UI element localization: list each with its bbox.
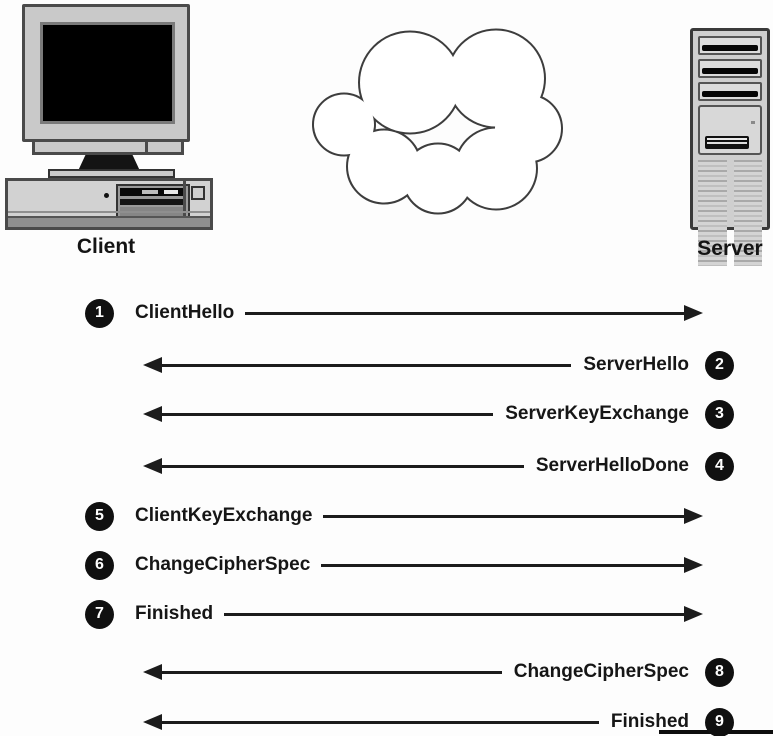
- step-number-badge: 1: [85, 298, 114, 328]
- step-number-badge: 2: [705, 350, 734, 380]
- monitor-screen: [40, 22, 175, 124]
- monitor-stand-base: [48, 169, 175, 178]
- arrowhead-right-icon: [684, 508, 703, 524]
- power-button: [191, 186, 205, 200]
- client-label: Client: [76, 235, 136, 258]
- arrowhead-right-icon: [684, 606, 703, 622]
- message-row-2: ServerHello 2: [143, 349, 734, 381]
- message-row-4: ServerHelloDone 4: [143, 450, 734, 482]
- message-label: Finished: [135, 603, 214, 624]
- arrow-line: [162, 720, 599, 724]
- crt-monitor: [22, 4, 190, 142]
- drive-bay: [698, 36, 762, 55]
- step-number-badge: 8: [705, 657, 734, 687]
- vent-grille: [698, 160, 762, 266]
- step-number-badge: 3: [705, 399, 734, 429]
- arrowhead-left-icon: [143, 714, 162, 730]
- arrow-line: [323, 514, 684, 518]
- arrow-line: [162, 464, 524, 468]
- message-row-8: ChangeCipherSpec 8: [143, 656, 734, 688]
- message-label: ChangeCipherSpec: [135, 554, 311, 575]
- arrowhead-right-icon: [684, 557, 703, 573]
- message-label: ServerHello: [583, 354, 689, 375]
- message-row-9: Finished 9: [143, 706, 734, 736]
- arrow-line: [162, 363, 572, 367]
- arrowhead-left-icon: [143, 406, 162, 422]
- arrow-line: [321, 563, 684, 567]
- power-led: [104, 193, 109, 198]
- front-panel: [698, 105, 762, 155]
- message-label: Finished: [610, 711, 689, 732]
- drive-bay: [698, 82, 762, 101]
- case-right-panel: [183, 181, 210, 227]
- monitor-chin: [32, 139, 184, 155]
- arrow-line: [162, 412, 494, 416]
- arrowhead-left-icon: [143, 458, 162, 474]
- message-row-5: 5 ClientKeyExchange: [85, 500, 703, 532]
- message-label: ClientHello: [135, 302, 235, 323]
- server-tower-icon: [690, 28, 770, 266]
- message-row-1: 1 ClientHello: [85, 297, 703, 329]
- drive-bay: [698, 59, 762, 78]
- arrow-line: [162, 670, 502, 674]
- message-label: ChangeCipherSpec: [513, 661, 689, 682]
- message-row-7: 7 Finished: [85, 598, 703, 630]
- step-number-badge: 7: [85, 599, 114, 629]
- message-row-6: 6 ChangeCipherSpec: [85, 549, 703, 581]
- step-number-badge: 4: [705, 451, 734, 481]
- step-number-badge: 5: [85, 501, 114, 531]
- arrow-line: [224, 612, 684, 616]
- step-number-badge: 9: [705, 707, 734, 736]
- desktop-case: [5, 178, 213, 230]
- message-row-3: ServerKeyExchange 3: [143, 398, 734, 430]
- arrowhead-left-icon: [143, 664, 162, 680]
- arrowhead-left-icon: [143, 357, 162, 373]
- monitor-stand: [78, 155, 140, 171]
- network-cloud-icon: [312, 28, 563, 215]
- message-label: ClientKeyExchange: [135, 505, 313, 526]
- client-computer-icon: [5, 4, 215, 230]
- message-label: ServerHelloDone: [535, 455, 689, 476]
- step-number-badge: 6: [85, 550, 114, 580]
- arrow-line: [245, 311, 684, 315]
- floppy-drive: [705, 136, 749, 149]
- message-label: ServerKeyExchange: [505, 403, 689, 424]
- server-label: Server: [697, 237, 763, 260]
- arrowhead-right-icon: [684, 305, 703, 321]
